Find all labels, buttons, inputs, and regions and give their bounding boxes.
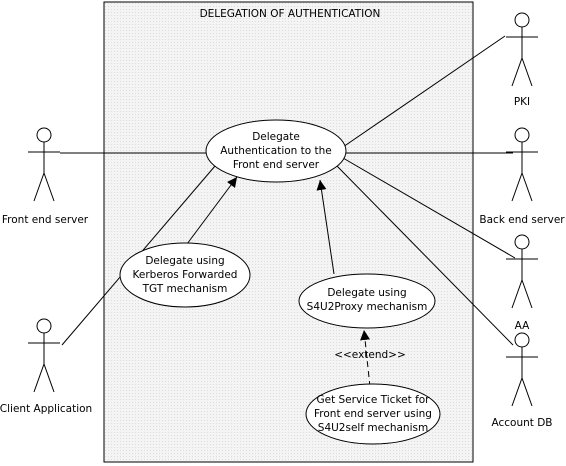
actor-back-end-server[interactable]: Back end server [479, 127, 565, 226]
actor-account-db-label: Account DB [491, 417, 552, 429]
usecase-s4u2self-shape [305, 383, 441, 445]
actor-front-end-server-label: Front end server [2, 214, 89, 226]
usecase-delegate-auth-line-1: Delegate [252, 131, 300, 143]
actor-client-application-label: Client Application [0, 403, 92, 415]
actor-front-end-server-figure [28, 127, 60, 202]
usecase-delegate-auth-line-2: Authentication to the [220, 145, 332, 157]
system-boundary [103, 1, 474, 463]
usecase-s4u2proxy-line-2: S4U2Proxy mechanism [307, 301, 428, 313]
extend-label: <<extend>> [334, 349, 406, 361]
usecase-s4u2self-line-3: S4U2self mechanism [318, 422, 428, 434]
usecase-s4u2proxy-shape [298, 273, 436, 329]
actor-back-end-server-label: Back end server [479, 214, 565, 226]
association-aa [342, 157, 516, 259]
actor-aa[interactable]: AA [506, 234, 538, 332]
usecase-kerberos-shape [119, 242, 251, 308]
actor-pki-figure [506, 12, 538, 87]
actor-front-end-server[interactable]: Front end server [2, 127, 89, 226]
usecase-kerberos-line-2: Kerberos Forwarded [133, 269, 238, 281]
usecase-delegate-auth-shape [205, 119, 347, 183]
usecase-s4u2self[interactable]: Get Service Ticket for Front end server … [305, 383, 441, 445]
actor-account-db[interactable]: Account DB [491, 332, 553, 429]
actor-pki[interactable]: PKI [506, 12, 538, 108]
actor-client-application-figure [28, 318, 60, 393]
actor-client-application[interactable]: Client Application [0, 318, 92, 415]
arrow-s4u2proxy-to-delegate [316, 179, 335, 275]
association-pki [342, 35, 506, 148]
usecase-kerberos[interactable]: Delegate using Kerberos Forwarded TGT me… [119, 242, 251, 308]
actor-back-end-server-figure [506, 127, 538, 202]
usecase-kerberos-line-1: Delegate using [145, 255, 224, 267]
usecase-kerberos-line-3: TGT mechanism [142, 283, 228, 295]
usecase-delegate-auth-line-3: Front end server [233, 159, 320, 171]
actor-pki-label: PKI [514, 96, 530, 108]
system-title: DELEGATION OF AUTHENTICATION [200, 8, 381, 20]
usecase-s4u2proxy-line-1: Delegate using [327, 287, 406, 299]
arrow-kerberos-to-delegate [186, 176, 238, 245]
usecase-s4u2self-line-1: Get Service Ticket for [316, 394, 430, 406]
association-account-db [335, 164, 514, 346]
usecase-s4u2proxy[interactable]: Delegate using S4U2Proxy mechanism [298, 273, 436, 329]
actor-account-db-figure [506, 332, 538, 407]
actor-aa-label: AA [515, 320, 530, 332]
usecase-delegate-auth[interactable]: Delegate Authentication to the Front end… [205, 119, 347, 183]
usecase-s4u2self-line-2: Front end server using [314, 408, 432, 420]
actor-aa-figure [506, 234, 538, 309]
